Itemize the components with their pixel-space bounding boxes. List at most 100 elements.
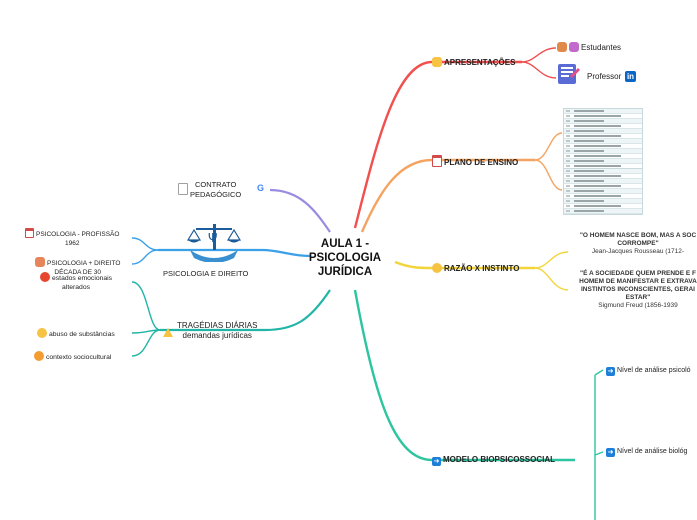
node-decada-30-line1: PSICOLOGIA + DIREITO xyxy=(47,260,121,267)
plan-table-row-text xyxy=(574,140,604,142)
node-estados-emocionais-line2: alterados xyxy=(62,284,91,291)
student-icon xyxy=(569,42,579,52)
plan-table-row-number xyxy=(566,190,570,192)
plan-table-row-number xyxy=(566,120,570,122)
node-nivel-biologico[interactable]: ➜Nível de análise biológ xyxy=(606,447,687,457)
plan-table-row xyxy=(564,179,642,184)
plan-table-row xyxy=(564,184,642,189)
branch-tragedias-line1: TRAGÉDIAS DIÁRIAS xyxy=(177,321,258,330)
plan-table-row-number xyxy=(566,150,570,152)
quote-rousseau-line1: "O HOMEM NASCE BOM, MAS A SOC xyxy=(579,232,697,239)
node-professor[interactable]: Professor xyxy=(587,72,621,82)
angry-emoji-icon xyxy=(40,272,50,282)
branch-modelo[interactable]: ➜MODELO BIOPSICOSSOCIAL xyxy=(432,455,555,466)
plan-table-row-text xyxy=(574,135,621,137)
plan-table-row-text xyxy=(574,165,621,167)
branch-apresentacoes-label: APRESENTAÇÕES xyxy=(444,58,516,67)
calendar-icon xyxy=(432,155,442,167)
plan-table-row-text xyxy=(574,125,621,127)
plan-table-row xyxy=(564,154,642,159)
plan-table-row-text xyxy=(574,205,621,207)
branch-contrato[interactable]: CONTRATO PEDAGÓGICO xyxy=(190,180,241,200)
node-nivel-psicologico-label: Nível de análise psicoló xyxy=(617,367,691,374)
branch-razao[interactable]: RAZÃO X INSTINTO xyxy=(432,263,519,274)
plan-table-row-number xyxy=(566,145,570,147)
branch-psicdireito[interactable]: PSICOLOGIA E DIREITO xyxy=(163,269,248,279)
plan-table-top xyxy=(563,108,643,170)
quote-rousseau: "O HOMEM NASCE BOM, MAS A SOC CORROMPE" … xyxy=(568,232,697,256)
node-decada-30[interactable]: PSICOLOGIA + DIREITO DÉCADA DE 30 xyxy=(35,257,120,277)
plan-table-row xyxy=(564,194,642,199)
connector-tragedias-c3 xyxy=(131,329,161,357)
node-estados-emocionais[interactable]: estados emocionais alterados xyxy=(40,272,112,292)
connector-estudantes xyxy=(521,47,557,63)
connector-psicdireito xyxy=(158,248,311,258)
student-icon xyxy=(557,42,567,52)
branch-tragedias-line2: demandas jurídicas xyxy=(182,331,252,340)
branch-tragedias[interactable]: TRAGÉDIAS DIÁRIAS demandas jurídicas xyxy=(177,321,257,341)
plan-table-row-text xyxy=(574,150,604,152)
quote-freud-line1: "É A SOCIEDADE QUEM PRENDE E F xyxy=(579,270,696,277)
node-professor-label: Professor xyxy=(587,72,622,81)
svg-text:Ψ: Ψ xyxy=(208,231,217,245)
connector-modelo xyxy=(353,289,575,462)
connector-plano xyxy=(360,158,535,233)
document-icon xyxy=(178,183,188,195)
plan-table-row xyxy=(564,199,642,204)
plan-table-row-text xyxy=(574,210,604,212)
plan-table-row-number xyxy=(566,125,570,127)
node-profissao-1962-line2: 1962 xyxy=(64,240,80,247)
connector-plano-bottom xyxy=(534,159,563,191)
node-nivel-biologico-label: Nível de análise biológ xyxy=(617,448,688,455)
central-topic[interactable]: AULA 1 - PSICOLOGIA JURÍDICA xyxy=(300,237,390,279)
central-topic-line1: AULA 1 - xyxy=(320,238,370,250)
branch-contrato-line1: CONTRATO xyxy=(194,180,237,189)
branch-apresentacoes[interactable]: APRESENTAÇÕES xyxy=(432,57,515,68)
plan-table-row-text xyxy=(574,160,604,162)
professor-illustration-icon xyxy=(556,62,582,86)
plan-table-row xyxy=(564,139,642,144)
connector-tragedias-c1 xyxy=(131,281,161,331)
branch-contrato-line2: PEDAGÓGICO xyxy=(190,190,242,199)
connector-modelo-bio xyxy=(594,451,604,456)
quote-freud: "É A SOCIEDADE QUEM PRENDE E F HOMEM DE … xyxy=(568,270,697,310)
plan-table-row-text xyxy=(574,170,604,172)
plan-table-row xyxy=(564,109,642,114)
laughing-emoji-icon xyxy=(432,263,442,273)
plan-table-row xyxy=(564,174,642,179)
plan-table-bottom xyxy=(563,168,643,215)
node-contexto-sociocultural-label: contexto sociocultural xyxy=(46,354,112,361)
connector-razao-q2 xyxy=(534,267,569,291)
node-profissao-1962[interactable]: PSICOLOGIA - PROFISSÃO 1962 xyxy=(25,228,119,248)
linkedin-icon[interactable]: in xyxy=(625,71,636,82)
plan-table-row-text xyxy=(574,185,621,187)
plan-table-row-text xyxy=(574,130,604,132)
psychology-scales-icon: Ψ xyxy=(184,220,244,263)
connector-razao xyxy=(394,260,535,270)
plan-table-row-text xyxy=(574,155,621,157)
plan-table-row-number xyxy=(566,165,570,167)
plan-table-row xyxy=(564,114,642,119)
connector-professor xyxy=(521,61,557,79)
plan-table-row xyxy=(564,144,642,149)
branch-plano[interactable]: PLANO DE ENSINO xyxy=(432,155,518,168)
plan-table-row xyxy=(564,134,642,139)
arrow-right-icon: ➜ xyxy=(606,448,615,457)
connector-razao-q1 xyxy=(534,251,569,269)
plan-table-row-text xyxy=(574,200,604,202)
branch-plano-label: PLANO DE ENSINO xyxy=(444,158,519,167)
node-abuso-substancias[interactable]: abuso de substâncias xyxy=(37,328,115,340)
plan-table-row-number xyxy=(566,160,570,162)
node-estudantes[interactable]: Estudantes xyxy=(557,42,621,53)
plan-table-row xyxy=(564,129,642,134)
google-icon[interactable]: G xyxy=(257,183,265,193)
plan-table-row-number xyxy=(566,130,570,132)
plan-table-row-text xyxy=(574,110,604,112)
plan-table-row-text xyxy=(574,145,621,147)
node-contexto-sociocultural[interactable]: contexto sociocultural xyxy=(34,351,111,363)
plan-table-row-number xyxy=(566,180,570,182)
node-nivel-psicologico[interactable]: ➜Nível de análise psicoló xyxy=(606,366,691,376)
plan-table-row xyxy=(564,159,642,164)
node-profissao-1962-line1: PSICOLOGIA - PROFISSÃO xyxy=(36,231,120,238)
